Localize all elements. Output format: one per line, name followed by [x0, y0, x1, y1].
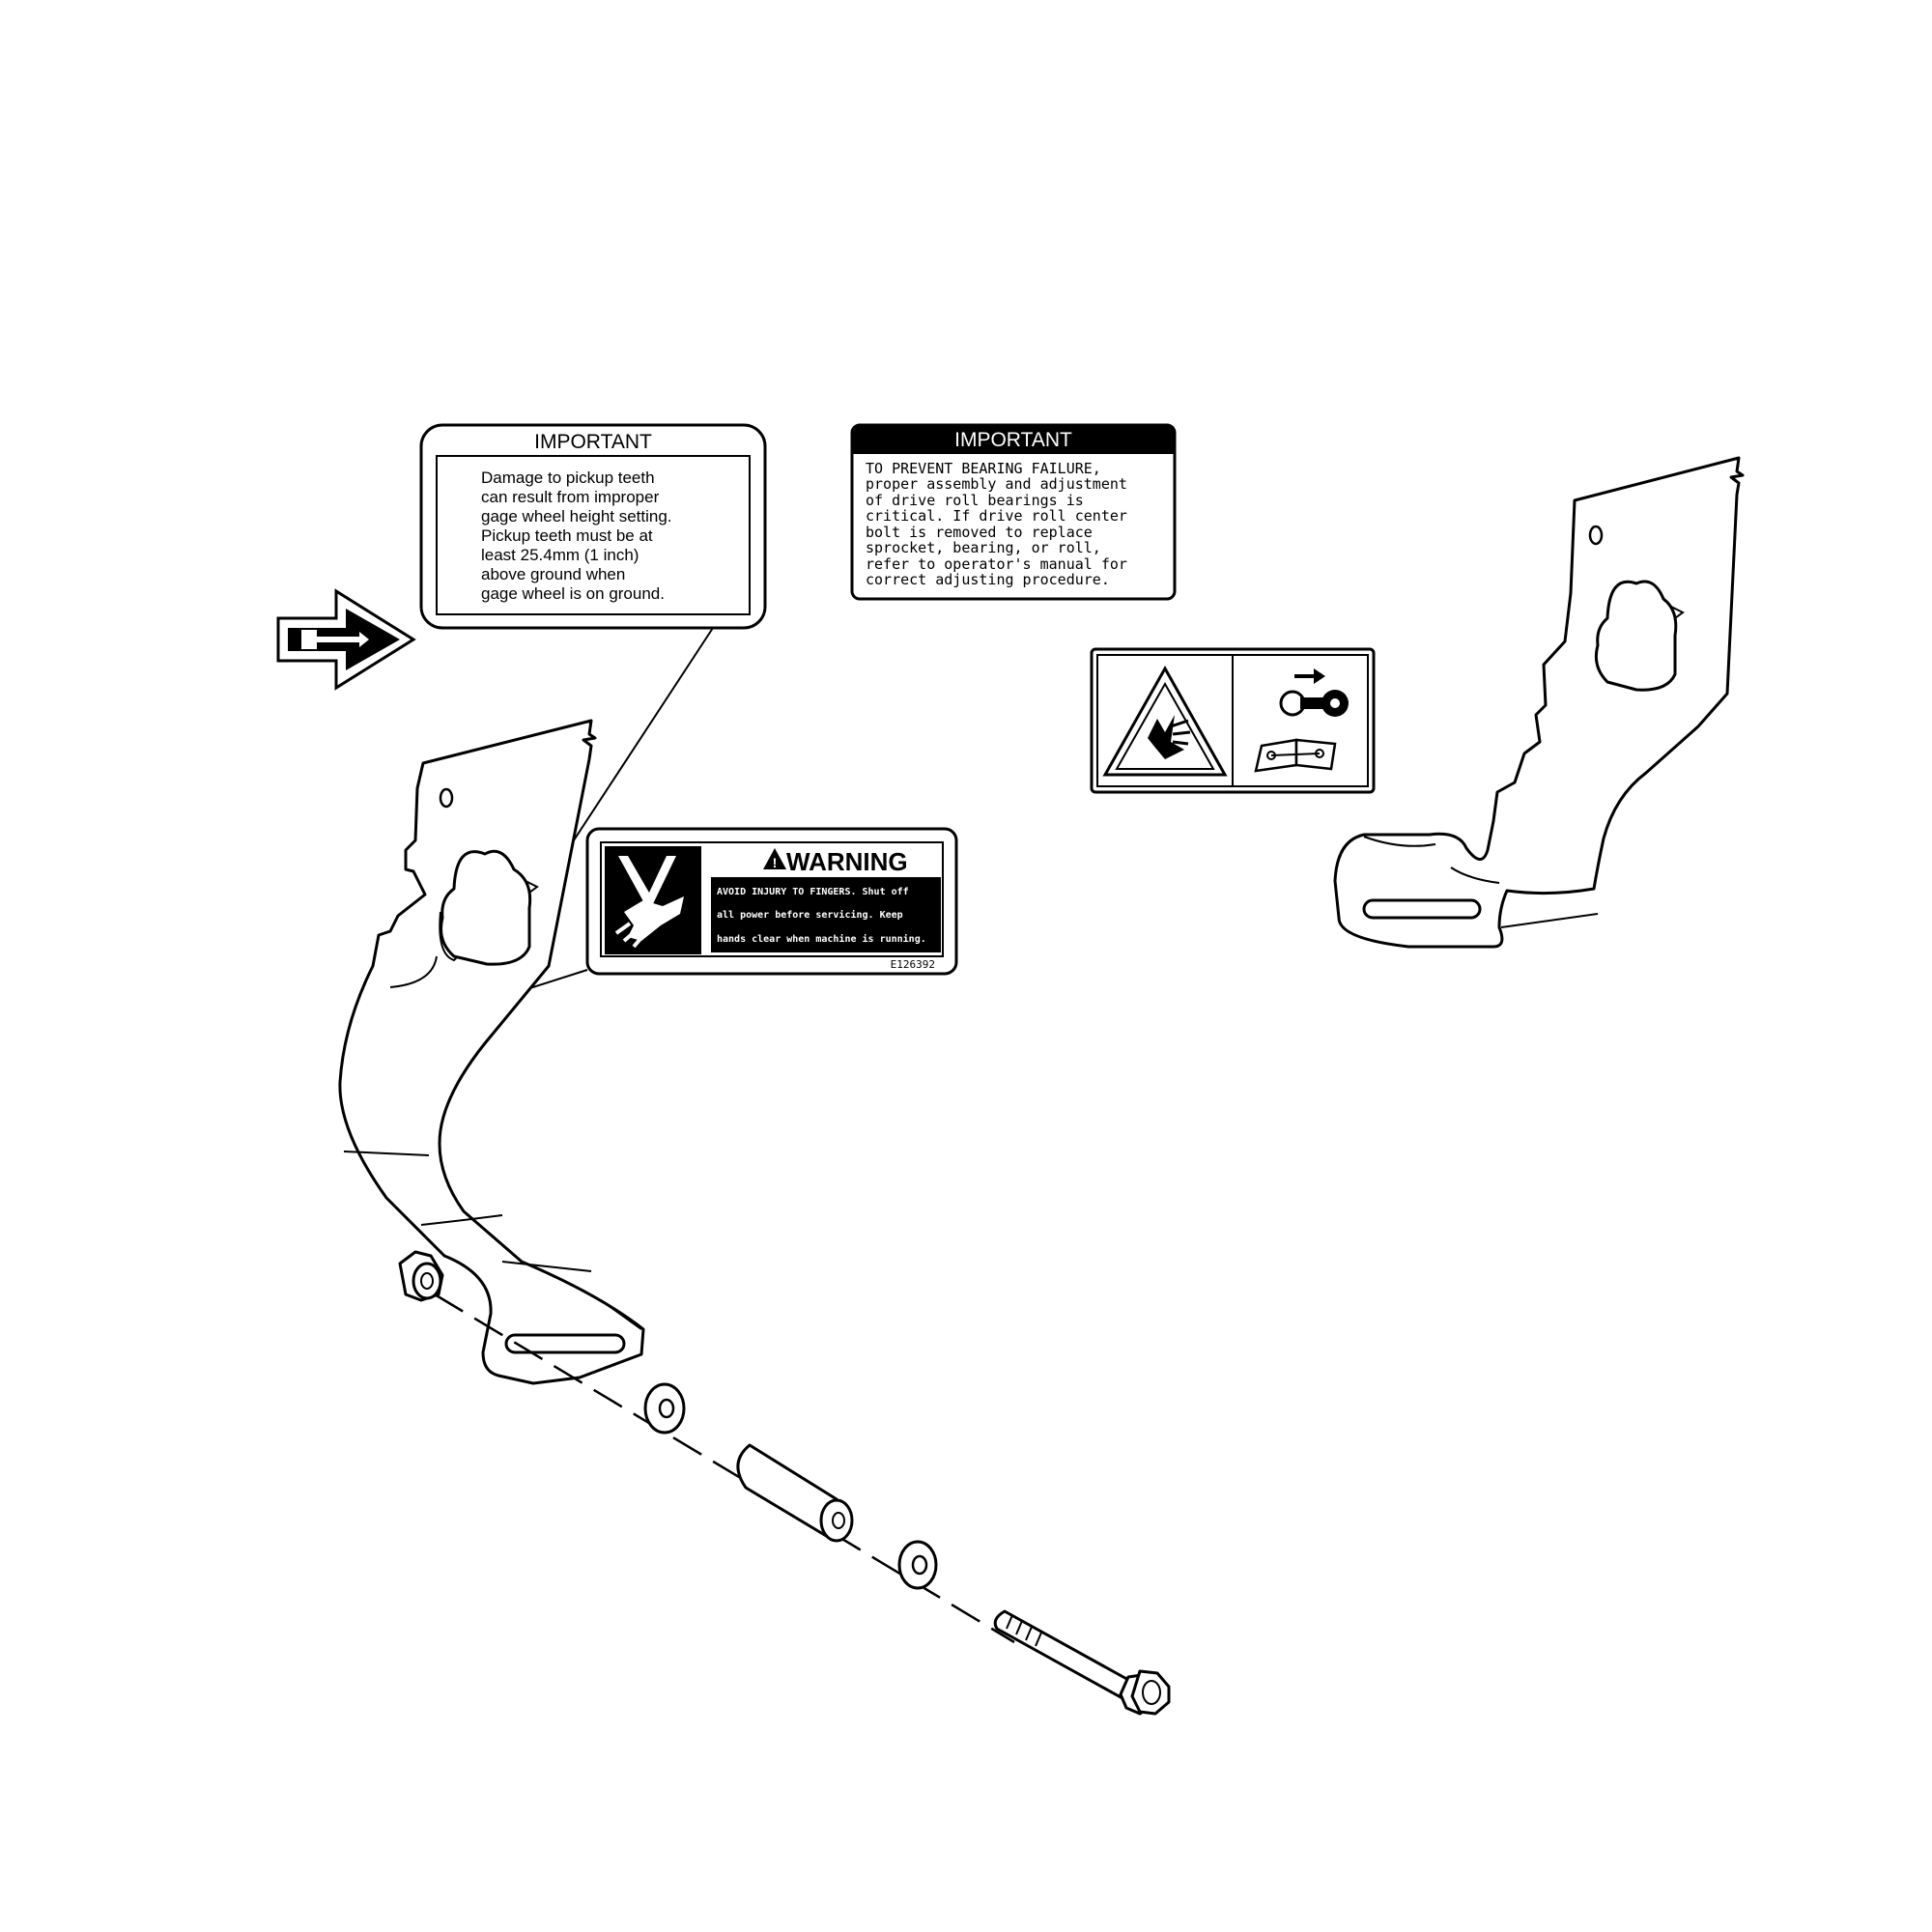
hand-crush-hazard-icon	[1102, 665, 1228, 777]
svg-text:!: !	[773, 855, 778, 870]
operator-manual-icon	[1254, 738, 1337, 773]
decal-important-left: IMPORTANT Damage to pickup teeth can res…	[419, 423, 767, 630]
decal-line: above ground when	[481, 565, 625, 583]
decal-warning: ! WARNING AVOID INJURY TO FINGERS. Shut …	[585, 827, 958, 976]
decal-important-right: IMPORTANT TO PREVENT BEARING FAILURE, pr…	[850, 423, 1177, 601]
decal-line: critical. If drive roll center	[866, 507, 1127, 525]
gage-wheel-bracket-right	[1333, 456, 1745, 949]
flat-washer	[643, 1382, 686, 1435]
decal-line: refer to operator's manual for	[866, 555, 1127, 573]
decal-important-right-heading: IMPORTANT	[954, 429, 1072, 451]
decal-line: correct adjusting procedure.	[866, 571, 1110, 588]
decal-line: of drive roll bearings is	[866, 492, 1084, 509]
decal-line: can result from improper	[481, 488, 660, 506]
flat-washer	[897, 1540, 938, 1590]
decal-line: proper assembly and adjustment	[866, 475, 1127, 493]
decal-line: TO PREVENT BEARING FAILURE,	[866, 460, 1101, 477]
decal-line: AVOID INJURY TO FINGERS. Shut off	[717, 887, 909, 897]
key-removal-icon	[1279, 668, 1349, 717]
decal-important-left-heading: IMPORTANT	[534, 431, 652, 453]
decal-line: least 25.4mm (1 inch)	[481, 546, 639, 564]
decal-line: bolt is removed to replace	[866, 524, 1093, 541]
decal-line: Pickup teeth must be at	[481, 526, 653, 545]
pointer-arrow-icon	[276, 588, 416, 691]
decal-line: gage wheel is on ground.	[481, 584, 665, 603]
spacer-bushing	[736, 1443, 854, 1543]
decal-line: all power before servicing. Keep	[717, 909, 903, 921]
decal-line: sprocket, bearing, or roll,	[866, 539, 1101, 556]
decal-line: hands clear when machine is running.	[717, 933, 926, 945]
gage-wheel-bracket-left	[338, 719, 645, 1385]
decal-line: gage wheel height setting.	[481, 507, 672, 526]
hand-crush-hazard-icon	[605, 846, 701, 954]
decal-code: E126392	[891, 958, 935, 971]
fastener-stack	[398, 1250, 1171, 1716]
decal-safety-pictorial	[1090, 647, 1376, 794]
lock-nut	[398, 1250, 444, 1302]
decal-line: Damage to pickup teeth	[481, 469, 655, 487]
hex-flange-bolt	[993, 1609, 1171, 1716]
decal-warning-heading: WARNING	[786, 847, 908, 876]
